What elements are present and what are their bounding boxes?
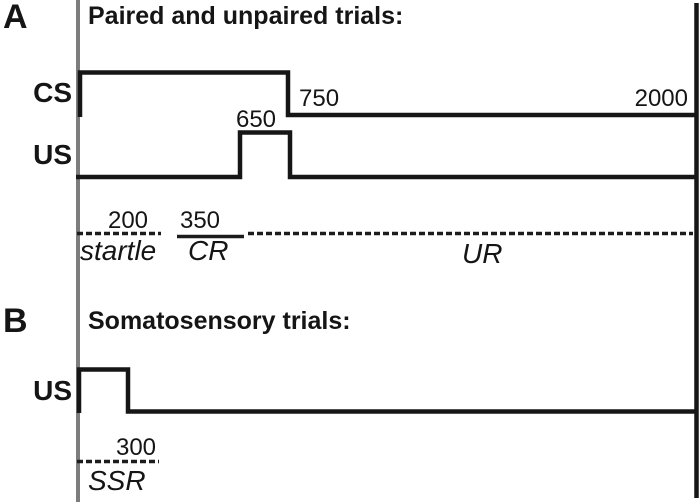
us-trace-somatosensory: [76, 367, 698, 414]
us-trace-paired: [76, 130, 698, 180]
us-row-label-paired: US: [33, 139, 72, 170]
panel-b-title: Somatosensory trials:: [88, 307, 351, 335]
cs-trace: [77, 70, 698, 118]
panel-a-title: Paired and unpaired trials:: [88, 2, 404, 30]
panel-a-letter: A: [3, 0, 28, 36]
cr-onset-time-label: 350: [179, 207, 221, 234]
startle-window-time-label: 200: [107, 207, 149, 234]
trial-end-time-label: 2000: [634, 85, 688, 112]
ssr-response-label: SSR: [88, 465, 146, 496]
panel-b-letter: B: [3, 302, 28, 340]
us-onset-time-label: 650: [235, 106, 277, 133]
ur-response-label: UR: [462, 238, 503, 269]
cr-response-label: CR: [188, 235, 229, 266]
ssr-window-time-label: 300: [115, 434, 157, 461]
us-row-label-somatosensory: US: [33, 375, 72, 406]
cs-row-label: CS: [33, 77, 72, 108]
cs-end-time-label: 750: [299, 85, 340, 112]
startle-response-label: startle: [80, 235, 157, 266]
